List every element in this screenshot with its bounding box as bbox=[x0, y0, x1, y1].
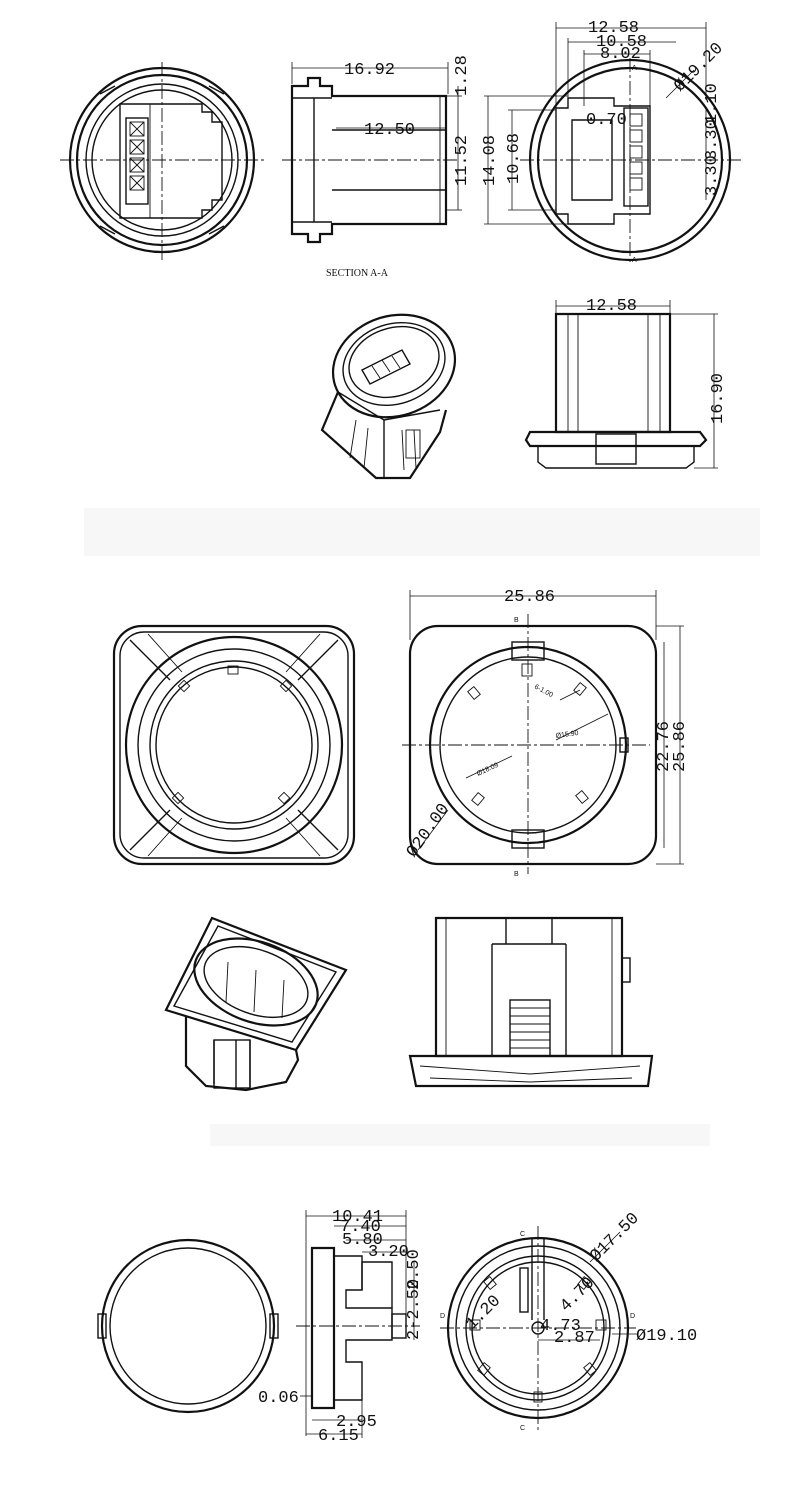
dimension-label: 10.68 bbox=[505, 133, 524, 184]
round-connector-side-section: 16.92 12.50 1.28 11.52 SECTION A-A bbox=[282, 55, 472, 279]
square-bezel-rear-view: B B 25.86 22.76 25.86 Ø20.00 6-1.00 Ø15.… bbox=[402, 588, 690, 878]
dimension-label: 0.70 bbox=[586, 111, 627, 130]
dimension-label: 16.92 bbox=[344, 61, 395, 80]
dimension-label: 10.58 bbox=[596, 33, 647, 52]
round-connector-side-view: 12.58 16.90 bbox=[524, 297, 728, 469]
square-bezel-front-view bbox=[112, 624, 356, 866]
dimension-label: Ø19.10 bbox=[636, 1327, 697, 1346]
square-bezel-isometric-view bbox=[164, 916, 348, 1092]
dimension-label: 12.58 bbox=[588, 19, 639, 38]
dimension-label: 1.28 bbox=[453, 55, 472, 96]
dimension-label: 3.30 bbox=[703, 119, 722, 160]
section-marker: B bbox=[514, 617, 519, 624]
section-marker: B bbox=[514, 871, 519, 878]
dimension-label: 2.87 bbox=[554, 1329, 595, 1348]
section-marker: C bbox=[520, 1231, 525, 1238]
dimension-label: 10.41 bbox=[332, 1208, 383, 1227]
section-marker: D bbox=[440, 1313, 445, 1320]
cap-side-view: 10.41 7.40 5.80 3.20 2.50 2-2.50 0.06 2.… bbox=[258, 1208, 424, 1446]
dimension-label: 7.40 bbox=[340, 1218, 381, 1237]
dimension-label: 22.76 bbox=[655, 721, 674, 772]
dimension-label: 6-1.00 bbox=[533, 684, 554, 700]
dimension-label: 12.58 bbox=[586, 297, 637, 316]
dimension-label: Ø15.90 bbox=[555, 730, 579, 740]
dimension-label: 14.08 bbox=[481, 135, 500, 186]
dimension-label: 3.20 bbox=[368, 1243, 409, 1262]
scan-background bbox=[210, 1124, 710, 1146]
square-bezel-side-view bbox=[408, 916, 654, 1088]
cap-front-view bbox=[97, 1238, 279, 1414]
round-connector-isometric-view bbox=[320, 313, 457, 480]
dimension-label: 25.86 bbox=[671, 721, 690, 772]
section-marker: D bbox=[630, 1313, 635, 1320]
dimension-label: 4.73 bbox=[540, 1317, 581, 1336]
dimension-label: 16.90 bbox=[709, 373, 728, 424]
dimension-label: Ø17.50 bbox=[587, 1210, 644, 1267]
dimension-label: 2-2.50 bbox=[405, 1279, 424, 1340]
dimension-label: 6.15 bbox=[318, 1427, 359, 1446]
dimension-label: 25.86 bbox=[504, 588, 555, 607]
dimension-label: Ø18.09 bbox=[476, 762, 500, 778]
dimension-label: 11.52 bbox=[453, 135, 472, 186]
dimension-label: 1.10 bbox=[703, 83, 722, 124]
dimension-label: 2.50 bbox=[405, 1249, 424, 1290]
dimension-label: 12.50 bbox=[364, 121, 415, 140]
section-title: SECTION A-A bbox=[326, 268, 389, 279]
round-connector-rear-view: A A 12.58 10.58 8.02 Ø19.20 0.70 14.08 1… bbox=[481, 19, 742, 264]
cap-rear-view: C C D D Ø17.50 1.20 4.70 4.73 2.87 Ø19.1… bbox=[440, 1210, 697, 1432]
dimension-label: 8.02 bbox=[600, 45, 641, 64]
section-marker: C bbox=[520, 1425, 525, 1432]
dimension-label: 5.80 bbox=[342, 1231, 383, 1250]
scan-background bbox=[84, 508, 760, 556]
section-marker: A bbox=[632, 257, 637, 264]
dimension-label: 3.30 bbox=[703, 155, 722, 196]
dimension-label: 0.06 bbox=[258, 1389, 299, 1408]
section-marker: A bbox=[632, 65, 637, 72]
dimension-label: 2.95 bbox=[336, 1413, 377, 1432]
round-connector-front-view bbox=[60, 62, 264, 262]
